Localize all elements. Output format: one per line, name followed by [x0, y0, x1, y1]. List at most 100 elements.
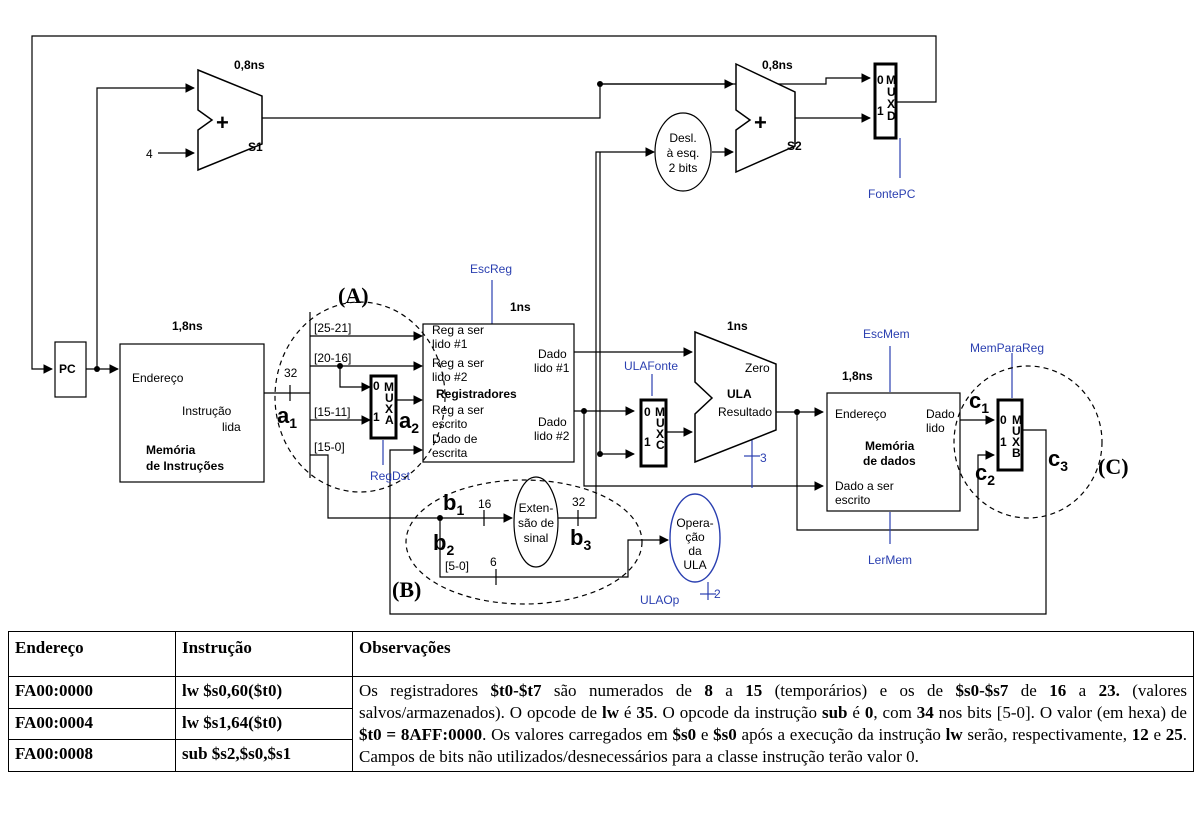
table-header-row: Endereço Instrução Observações	[8, 631, 1194, 677]
alu-result: Resultado	[718, 405, 772, 419]
observations-text: Os registradores $t0-$t7 são numerados d…	[352, 676, 1194, 772]
svg-text:1: 1	[1000, 435, 1007, 449]
field-15-11: [15-11]	[314, 405, 350, 419]
const-four: 4	[146, 147, 153, 161]
svg-text:0: 0	[1000, 413, 1007, 427]
observations-run: 8	[704, 681, 713, 700]
observations-run: 25	[1165, 725, 1183, 744]
adder-s2-delay: 0,8ns	[762, 58, 793, 72]
shift-left-2: Desl. à esq. 2 bits	[654, 112, 712, 192]
svg-text:2 bits: 2 bits	[669, 161, 698, 175]
regs-d1b: lido #1	[534, 361, 570, 375]
point-b2: b2	[433, 530, 454, 558]
point-b3: b3	[570, 525, 591, 553]
observations-run: lw	[945, 725, 963, 744]
width-16: 16	[478, 497, 492, 511]
observations-run: sub	[821, 703, 848, 722]
imem-out2: lida	[222, 420, 241, 434]
svg-text:U: U	[887, 85, 896, 99]
observations-run: Os registradores	[359, 681, 491, 700]
svg-text:X: X	[1012, 435, 1020, 449]
datapath-diagram: + 0,8ns S1 4 + 0,8ns S2 PC 1,8ns Endereç…	[31, 35, 1129, 615]
regs-ctrl: EscReg	[470, 262, 512, 276]
point-c1: c1	[969, 388, 989, 416]
regs-wd1: Dado de	[432, 432, 478, 446]
region-a: (A)	[338, 283, 369, 308]
observations-run: são numerados de	[541, 681, 705, 700]
region-c: (C)	[1098, 454, 1129, 479]
observations-run: 0	[864, 703, 874, 722]
register-file: 1ns EscReg Reg a ser lido #1 Reg a ser l…	[422, 262, 575, 463]
svg-text:sinal: sinal	[524, 531, 549, 545]
dmem-out1: Dado	[926, 407, 955, 421]
point-a2: a2	[399, 408, 419, 436]
svg-text:são de: são de	[518, 516, 554, 530]
observations-run: (valores salvos/armazenados). O opcode d…	[359, 681, 1188, 722]
svg-text:0: 0	[877, 73, 884, 87]
point-c2: c2	[975, 460, 995, 488]
observations-run: 23.	[1098, 681, 1120, 700]
observations-run: $s0	[672, 725, 697, 744]
dmem-title1: Memória	[865, 439, 915, 453]
observations-run: $t0 = 8AFF:0000	[359, 725, 483, 744]
alu: 1ns Zero ULA Resultado	[694, 319, 777, 464]
width-6: 6	[490, 555, 497, 569]
observations-run: 35	[636, 703, 654, 722]
regs-r2a: Reg a ser	[432, 356, 484, 370]
dmem-ctrl-write: EscMem	[863, 327, 910, 341]
svg-text:U: U	[1012, 424, 1021, 438]
row-instruction: lw $s1,64($t0)	[175, 707, 353, 741]
observations-run: a	[1066, 681, 1099, 700]
region-b: (B)	[392, 577, 421, 602]
svg-text:1: 1	[644, 435, 651, 449]
mux-b: 0 1 M U X B MemParaReg	[970, 341, 1044, 472]
dmem-addr: Endereço	[835, 407, 887, 421]
svg-text:ULA: ULA	[683, 558, 706, 572]
adder-s1-name: S1	[248, 140, 263, 154]
svg-text:ção: ção	[685, 530, 705, 544]
observations-run: de	[1008, 681, 1050, 700]
alu-zero: Zero	[745, 361, 770, 375]
svg-text:U: U	[385, 391, 394, 405]
instruction-fields: [25-21] [20-16] [15-11] [15-0] [5-0]	[314, 321, 469, 573]
observations-run: 16	[1049, 681, 1067, 700]
header-observations: Observações	[352, 631, 1194, 677]
svg-text:M: M	[1012, 413, 1022, 427]
imem-out1: Instrução	[182, 404, 232, 418]
regs-delay: 1ns	[510, 300, 531, 314]
width-3: 3	[760, 451, 767, 465]
point-b1: b1	[443, 490, 464, 518]
field-5-0: [5-0]	[445, 559, 469, 573]
svg-text:C: C	[656, 438, 665, 452]
regs-r2b: lido #2	[432, 370, 468, 384]
adder-s1-op: +	[216, 110, 229, 135]
svg-text:0: 0	[644, 405, 651, 419]
adder-s2: + 0,8ns S2	[735, 58, 802, 174]
svg-text:A: A	[385, 413, 394, 427]
field-20-16: [20-16]	[314, 351, 351, 365]
point-labels: a1 a2 b1 b2 b3 c1 c2 c3	[277, 388, 1068, 558]
regions	[274, 301, 1103, 605]
observations-run: . Os valores carregados em	[482, 725, 673, 744]
table-row: FA00:0008 sub $s2,$s0,$s1	[8, 739, 1194, 772]
observations-run: e	[1148, 725, 1166, 744]
width-32b: 32	[572, 495, 586, 509]
instruction-memory: 1,8ns Endereço Instrução lida Memória de…	[119, 319, 265, 483]
observations-run: após a execução da instrução	[736, 725, 946, 744]
observations-run: $t0-$t7	[490, 681, 542, 700]
observations-run: é	[847, 703, 865, 722]
alu-ctrl-input: ULAOp	[640, 593, 680, 607]
regs-d2a: Dado	[538, 415, 567, 429]
svg-text:B: B	[1012, 446, 1021, 460]
imem-title1: Memória	[146, 443, 196, 457]
regs-d1a: Dado	[538, 347, 567, 361]
table-row: FA00:0004 lw $s1,64($t0)	[8, 707, 1194, 741]
adder-s2-name: S2	[787, 139, 802, 153]
svg-text:X: X	[656, 427, 664, 441]
mux-c: 0 1 M U X C ULAFonte	[624, 359, 678, 468]
width-2: 2	[714, 587, 721, 601]
wires	[31, 35, 1047, 615]
mux-d-ctrl: FontePC	[868, 187, 916, 201]
imem-title2: de Instruções	[146, 459, 224, 473]
regs-title: Registradores	[436, 387, 517, 401]
